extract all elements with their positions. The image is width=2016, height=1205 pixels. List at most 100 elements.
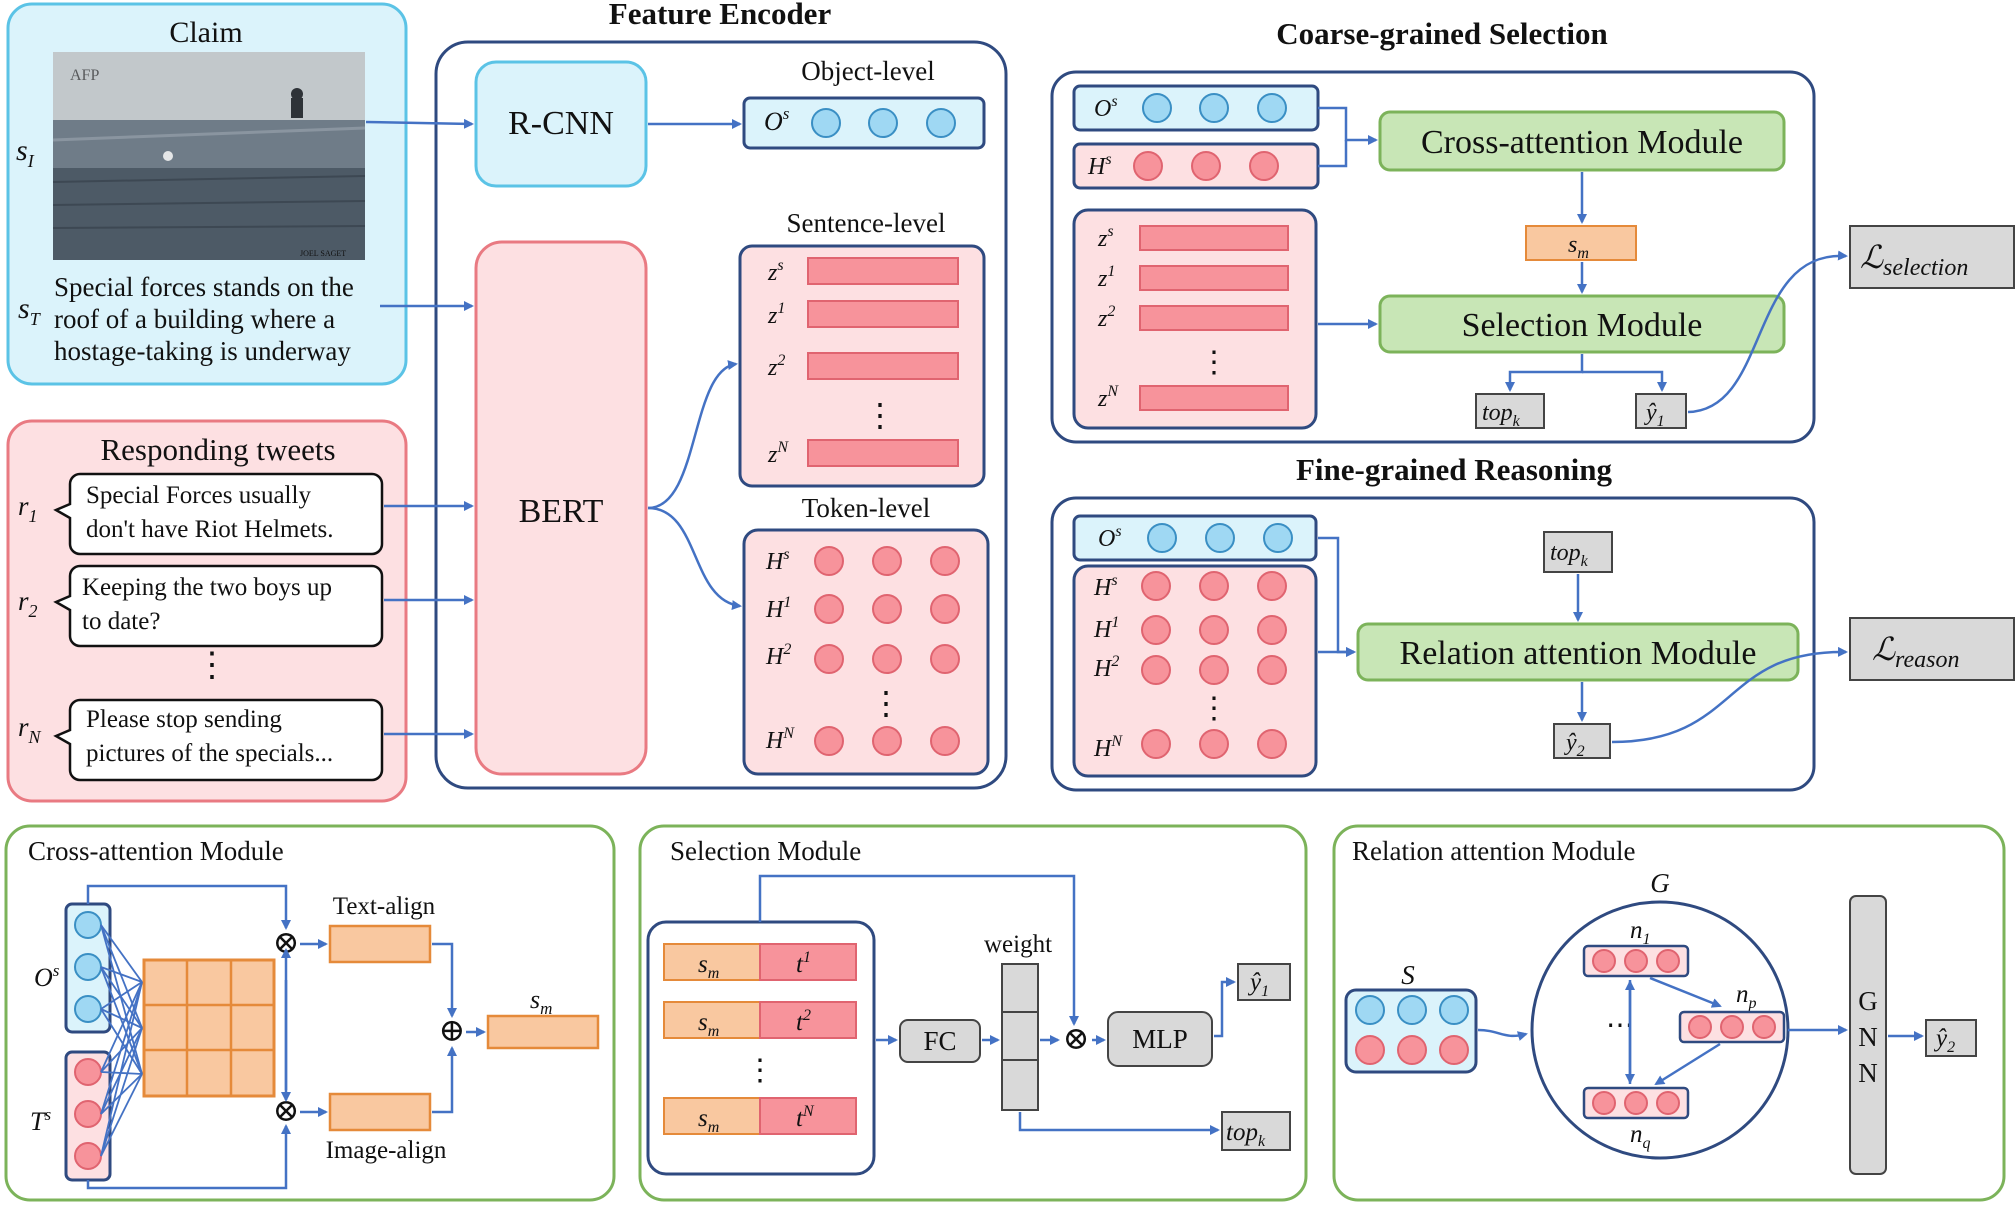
fine-o-label: Os: [1098, 523, 1122, 552]
object-node: [926, 108, 956, 138]
gnn-letter-2: N: [1858, 1022, 1878, 1052]
coarse-topk-box: [1475, 393, 1545, 429]
sel-row-2-s: sm: [698, 1009, 719, 1040]
rcnn-label: R-CNN: [508, 105, 614, 142]
gnn-letter-3: N: [1858, 1058, 1878, 1088]
tweet-n-label: rN: [18, 712, 42, 747]
coarse-selection: Coarse-grained Selection Os Hs Cross-att…: [1050, 16, 2015, 444]
relation-detail-title: Relation attention Module: [1352, 836, 1635, 866]
claim-title: Claim: [169, 16, 242, 49]
enc-z-2: z2: [767, 352, 785, 381]
cross-attention-module-box: [1378, 110, 1786, 172]
fine-h-1: H1: [1093, 614, 1119, 643]
tweet-2-bubble: [53, 564, 384, 648]
sel-row-1-s: sm: [698, 951, 719, 982]
cross-oplus: ⊕: [439, 1012, 466, 1048]
fine-arrows: [1318, 536, 1848, 744]
encoder-arrows: [365, 118, 742, 739]
fine-h-s: Hs: [1093, 572, 1118, 601]
sel-row-n-t: tN: [796, 1103, 815, 1132]
sentence-level-label: Sentence-level: [787, 208, 946, 238]
enc-z-ellipsis: ⋮: [864, 397, 896, 433]
node-n1-label: n1: [1630, 917, 1651, 948]
fine-h-box: [1072, 564, 1318, 778]
relation-module-label: Relation attention Module: [1400, 635, 1757, 672]
tweet-n-line-1: Please stop sending: [86, 706, 282, 733]
tweets-ellipsis: ⋮: [195, 647, 229, 684]
coarse-sm-box: [1525, 225, 1637, 261]
coarse-title: Coarse-grained Selection: [1276, 16, 1607, 51]
loss-reason-label: ℒreason: [1872, 631, 1960, 673]
mlp-box: [1107, 1011, 1213, 1067]
tweet-1-label: r1: [18, 491, 38, 526]
sel-row-1-t: t1: [796, 949, 811, 978]
image-align-label: Image-align: [326, 1137, 447, 1164]
encoder-title: Feature Encoder: [609, 0, 832, 31]
fine-token-nodes: [1141, 571, 1287, 759]
sel-topk-label: topk: [1226, 1119, 1266, 1150]
object-node: [868, 108, 898, 138]
sel-topk-box: [1221, 1111, 1291, 1151]
tweet-1-bubble: [53, 472, 384, 556]
gnn-box: [1849, 895, 1887, 1175]
selection-module-label: Selection Module: [1462, 307, 1703, 344]
rel-y2-label: ŷ2: [1933, 1025, 1955, 1056]
coarse-z-n: zN: [1097, 383, 1119, 412]
loss-reason-box: [1849, 617, 2015, 681]
enc-z-bar: [807, 257, 959, 285]
loss-selection-label: ℒselection: [1860, 239, 1968, 281]
fine-reasoning: Fine-grained Reasoning Os Hs H1 H2 HN ⋮ …: [1050, 452, 2015, 792]
tweet-1-line-1: Special Forces usually: [86, 482, 311, 509]
sel-ellipsis: ⋮: [745, 1054, 775, 1087]
relation-s-label: S: [1401, 960, 1415, 990]
text-align-label: Text-align: [333, 893, 436, 920]
enc-z-s: zs: [767, 257, 784, 286]
loss-selection-box: [1849, 225, 2015, 289]
claim-text-line-1: Special forces stands on the: [54, 272, 354, 302]
claim-panel: Claim AFP JOEL SAGET sI sT Special force…: [6, 2, 408, 386]
image-label: sI: [16, 134, 35, 171]
coarse-sm-label: sm: [1568, 232, 1589, 262]
node-nq-label: nq: [1630, 1121, 1651, 1152]
gnn-letter-1: G: [1858, 986, 1878, 1016]
cross-attention-module-label: Cross-attention Module: [1421, 124, 1743, 161]
coarse-z-bar: [1139, 225, 1289, 251]
relation-module-box: [1356, 622, 1800, 682]
coarse-topk-label: topk: [1482, 400, 1521, 430]
coarse-z-bar: [1139, 305, 1289, 331]
text-align-box: [328, 924, 432, 964]
enc-z-n: zN: [767, 439, 789, 468]
token-level-label: Token-level: [802, 493, 931, 523]
feature-encoder: Feature Encoder R-CNN BERT Object-level …: [434, 0, 1008, 790]
coarse-z-ellipsis: ⋮: [1199, 346, 1229, 379]
object-level-box: [742, 96, 986, 150]
fine-h-ellipsis: ⋮: [1199, 692, 1229, 725]
fine-y2-label: ŷ2: [1564, 730, 1585, 760]
fine-o-box: [1072, 514, 1318, 562]
claim-text-line-3: hostage-taking is underway: [54, 336, 351, 366]
enc-z-1: z1: [767, 300, 785, 329]
attention-matrix: [142, 958, 276, 1098]
tweets-panel: Responding tweets r1 Special Forces usua…: [6, 419, 408, 803]
node-np-label: np: [1736, 981, 1757, 1012]
cross-t-label: Ts: [30, 1105, 51, 1136]
fine-y2-box: [1553, 723, 1611, 759]
cross-o-label: Os: [34, 961, 60, 992]
fine-h-n: HN: [1093, 733, 1123, 762]
fine-topk-label: topk: [1550, 540, 1589, 570]
enc-z-bar: [807, 439, 959, 467]
coarse-z-bar: [1139, 265, 1289, 291]
coarse-h-label: Hs: [1087, 151, 1112, 180]
enc-h-ellipsis: ⋮: [870, 685, 902, 721]
graph-g-label: G: [1650, 868, 1670, 898]
token-nodes: [814, 546, 960, 756]
sel-y1-box: [1237, 963, 1291, 1001]
cross-sm-label: sm: [530, 985, 552, 1018]
relation-detail: Relation attention Module S G n1 np nq ⋯…: [1332, 824, 2006, 1202]
rel-y2-box: [1925, 1019, 1977, 1057]
photo-watermark: AFP: [70, 67, 99, 84]
tweet-1-line-2: don't have Riot Helmets.: [86, 516, 334, 543]
enc-h-1: H1: [765, 594, 791, 623]
fine-topk-box: [1543, 531, 1613, 573]
claim-photo: AFP JOEL SAGET: [52, 52, 366, 260]
